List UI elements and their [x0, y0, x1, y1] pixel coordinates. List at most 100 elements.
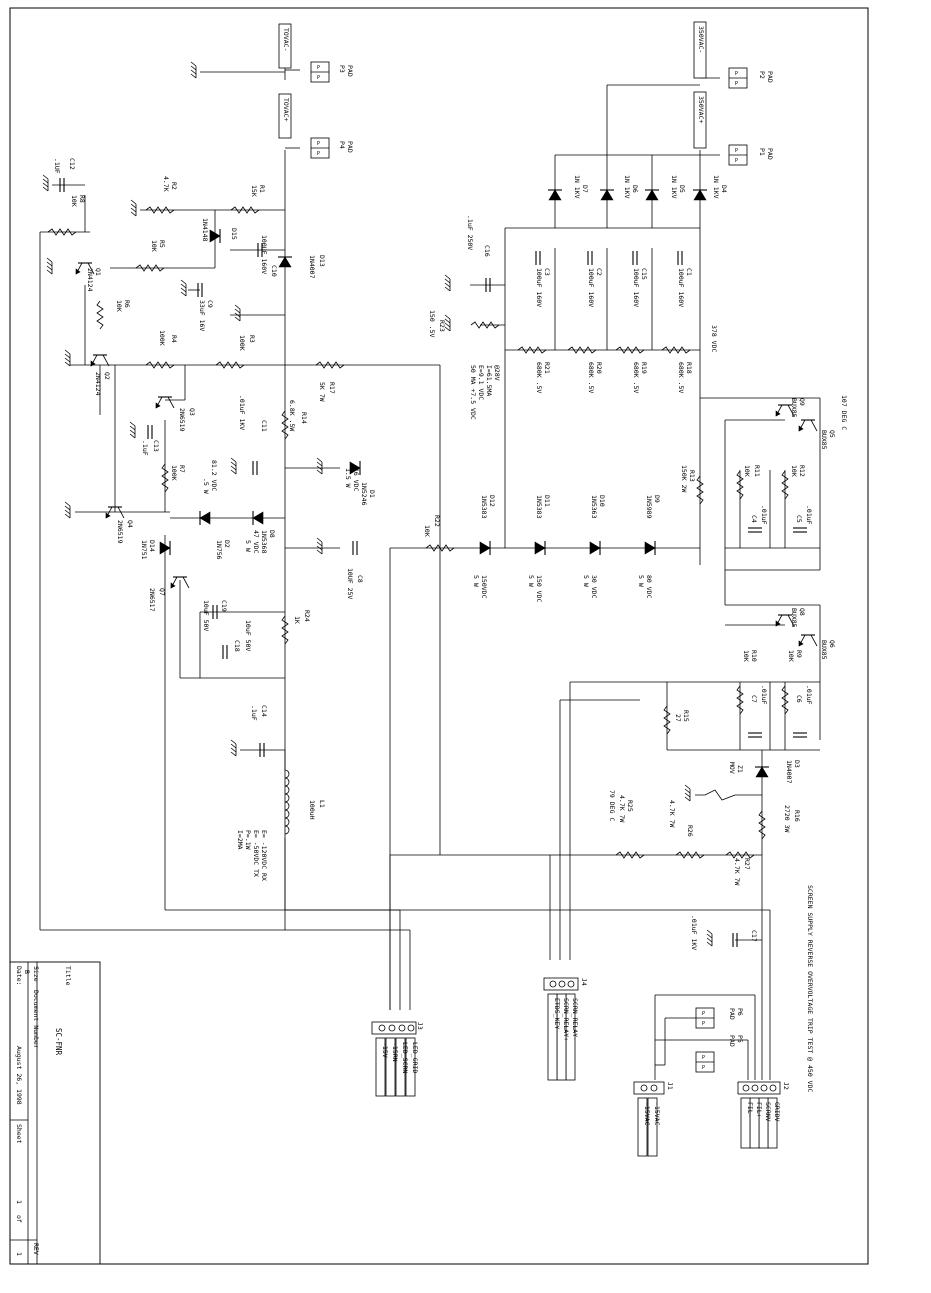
c5-value: .01uF — [805, 505, 813, 525]
temp107-text: 107 DEG C — [840, 395, 848, 430]
r3-resistor: R3 100K — [215, 335, 256, 369]
c17-value: .01uF 1KV — [690, 915, 698, 950]
right-wires — [389, 77, 821, 1080]
c16-capacitor: C16 .1uF 250V — [444, 215, 491, 293]
q5-transistor: Q5 BUX85 — [798, 419, 836, 450]
c10-value: 100UF 160V — [260, 235, 268, 274]
c12-value: .1UF — [53, 158, 61, 174]
q3-value: 2N6519 — [178, 408, 186, 432]
v378-text: 378 VDC — [710, 325, 718, 352]
j3-connector: J3 LED_GRID LED_SCRN -15RN -15V — [371, 1021, 424, 1097]
inductor-icon — [284, 769, 290, 835]
j1-label: J1 — [666, 1082, 674, 1090]
r8-ref: R8 — [78, 195, 86, 203]
c3-capacitor: C3 100uF 160V — [535, 250, 551, 307]
r6-ref: R6 — [123, 300, 131, 308]
r13-resistor: R13 150K 2W — [680, 465, 704, 505]
r15-ref: R15 — [682, 710, 690, 722]
r16-ref: R16 — [793, 810, 801, 822]
r16-resistor: R16 2720 3W — [758, 805, 801, 840]
q8-transistor: Q8 BUX85 — [775, 608, 806, 628]
q1-transistor: Q1 2N4124 — [46, 257, 102, 292]
d8-diode: D8 1N5368 47 VDC 5 W — [244, 510, 276, 554]
diode-icon — [589, 540, 601, 556]
r20-resistor: R20 680K .5V — [567, 346, 603, 393]
c15-ref: C15 — [640, 268, 648, 280]
r9-ref: R9 — [795, 650, 803, 658]
diode-icon — [252, 510, 264, 526]
r1-ref: R1 — [258, 185, 266, 193]
c12-capacitor: C12 .1UF — [42, 158, 85, 193]
capacitor-icon — [587, 250, 593, 266]
r14-resistor: R14 6.8K .5W — [281, 400, 308, 440]
r22-resistor: R22 10K — [423, 515, 455, 552]
d3-ref: D3 — [793, 760, 801, 768]
q7-transistor: Q7 2N6517 — [148, 576, 190, 612]
l1-ref: L1 — [318, 800, 326, 808]
ground-icon — [444, 274, 451, 292]
r14-ref: R14 — [300, 412, 308, 424]
transistor-icon — [90, 354, 110, 367]
v30: 30 VDC — [590, 575, 598, 599]
d11-value: 1N5383 — [535, 495, 543, 519]
d10-value: 1N5363 — [590, 495, 598, 519]
transistor-icon — [798, 634, 818, 647]
r20-ref: R20 — [595, 362, 603, 374]
j2-pin3: FIL+ — [755, 1102, 763, 1118]
r13-value: 150K 2W — [680, 465, 688, 492]
d1-power: 1.5 W — [344, 468, 352, 488]
r25-resistor: R25 4.7K 7W 79 DEG C — [608, 790, 645, 859]
d1-value: 1N5246 — [360, 482, 368, 506]
diode-icon — [547, 189, 563, 201]
d11-ref: D11 — [543, 495, 551, 507]
r10-resistor: R10 10K — [736, 650, 758, 715]
j3-pin3: -15RN — [391, 1042, 399, 1062]
q4-ref: Q4 — [126, 520, 134, 528]
c1-ref: C1 — [685, 268, 693, 276]
capacitor-icon — [147, 424, 153, 440]
d14-ref: D14 — [148, 540, 156, 552]
q5-value: BUX85 — [820, 430, 828, 450]
p3-pad — [310, 61, 330, 83]
rx-tx-note: E= -120VDC RX E= -50VDC TX P=.1W I=2MA — [236, 830, 268, 881]
c8-value: 10UF 25V — [346, 568, 354, 599]
d13-diode: D13 1N4007 — [277, 255, 326, 279]
r12-resistor: R12 10K — [781, 465, 806, 500]
d6-diode: D6 1N 1KV — [599, 175, 639, 201]
title-block: Title SC-FNR Size B Document Number REV … — [9, 961, 101, 1265]
r23-value: 150 .5V — [428, 310, 436, 337]
j3-label: J3 — [416, 1022, 424, 1030]
c9-value: 33uF 16V — [198, 300, 206, 331]
c8-ref: C8 — [356, 575, 364, 583]
j4-connector: J4 SCRN_RELAY- SCRN_RELAY+ ETDS_KEY — [543, 977, 588, 1081]
d3-diode: D3 1N4007 — [754, 760, 801, 784]
c7-value: .01uF — [760, 685, 768, 705]
j1-pin2: -15VAC — [643, 1102, 651, 1126]
j3-pin2: LED_SCRN — [401, 1042, 409, 1073]
c11-ref: C11 — [260, 420, 268, 432]
c19-ref: C19 — [220, 600, 228, 612]
l1-value: 100uH — [308, 800, 316, 820]
d10-diode: D10 1N5363 30 VDC 5 W — [582, 495, 606, 599]
c14-ref: C14 — [260, 705, 268, 717]
j2-pin4: FIL- — [746, 1102, 754, 1118]
p4-pad — [310, 137, 330, 159]
r24-ref: R24 — [303, 610, 311, 622]
d4-diode: D4 1N 1KV — [692, 175, 728, 201]
temp107-note: 107 DEG C — [840, 395, 848, 430]
r2-resistor: R2 4.7K — [130, 176, 178, 217]
r26-resistor: R26 4.7K 7W — [668, 800, 705, 859]
p2-net-label: 350VAC- — [697, 26, 705, 53]
diode-icon — [199, 510, 211, 526]
ground-icon — [230, 457, 237, 475]
r25-value: 4.7K 7W — [618, 795, 626, 822]
ground-icon — [684, 784, 691, 802]
capacitor-icon — [677, 250, 683, 266]
c12-ref: C12 — [68, 158, 76, 170]
capacitor-icon — [792, 527, 808, 533]
r14-value: 6.8K .5W — [288, 400, 296, 431]
c6-capacitor: C6 .01uF — [792, 685, 813, 738]
p6-pad-label: PAD — [728, 1008, 736, 1020]
c18-value: 10uF 50V — [244, 620, 252, 651]
q9-ref: Q9 — [798, 398, 806, 406]
